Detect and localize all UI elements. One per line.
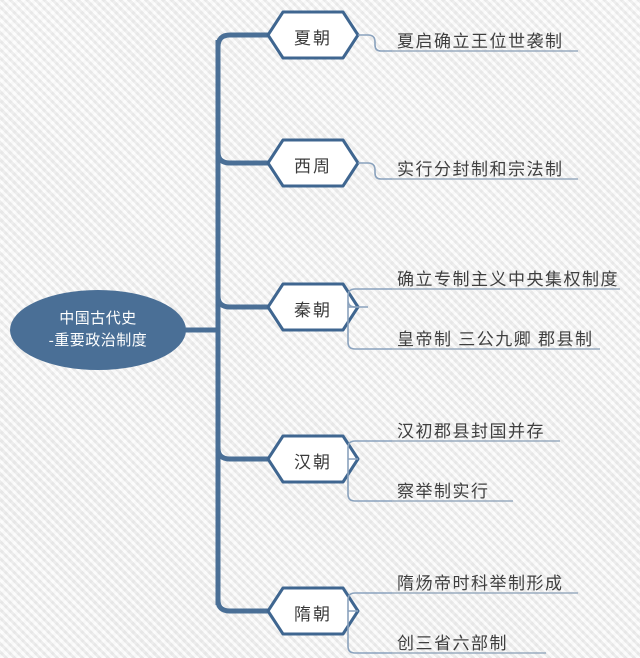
item-xizhou-1: 实行分封制和宗法制 <box>397 160 564 179</box>
item-qin-1: 确立专制主义中央集权制度 <box>397 270 619 289</box>
root-node-label: 中国古代史 -重要政治制度 <box>0 308 196 352</box>
root-node-ellipse[interactable] <box>10 290 186 370</box>
branch-label-sui: 隋朝 <box>294 605 332 624</box>
item-sui-1: 隋炀帝时科举制形成 <box>397 574 564 593</box>
branch-label-xia: 夏朝 <box>294 29 332 48</box>
branch-label-han: 汉朝 <box>294 453 332 472</box>
branch-elbow-2 <box>215 151 268 166</box>
branch-elbow-4 <box>215 447 268 462</box>
branch-elbow-3 <box>215 295 268 310</box>
branch-elbow-1 <box>215 32 268 48</box>
item-sui-2: 创三省六部制 <box>397 634 508 653</box>
branch-label-xizhou: 西周 <box>294 157 332 176</box>
item-connector-1 <box>358 34 392 52</box>
item-connector-5 <box>347 592 392 654</box>
item-connector-2 <box>358 162 392 180</box>
root-label-line1: 中国古代史 <box>59 311 137 327</box>
root-label-line2: -重要政治制度 <box>48 333 148 349</box>
branch-label-qin: 秦朝 <box>294 301 332 320</box>
branch-elbow-5 <box>215 599 268 614</box>
item-han-1: 汉初郡县封国并存 <box>397 422 545 441</box>
item-han-2: 察举制实行 <box>397 482 490 501</box>
item-connector-4 <box>347 440 392 502</box>
item-xia-1: 夏启确立王位世袭制 <box>397 32 564 51</box>
item-qin-2: 皇帝制 三公九卿 郡县制 <box>397 330 594 349</box>
